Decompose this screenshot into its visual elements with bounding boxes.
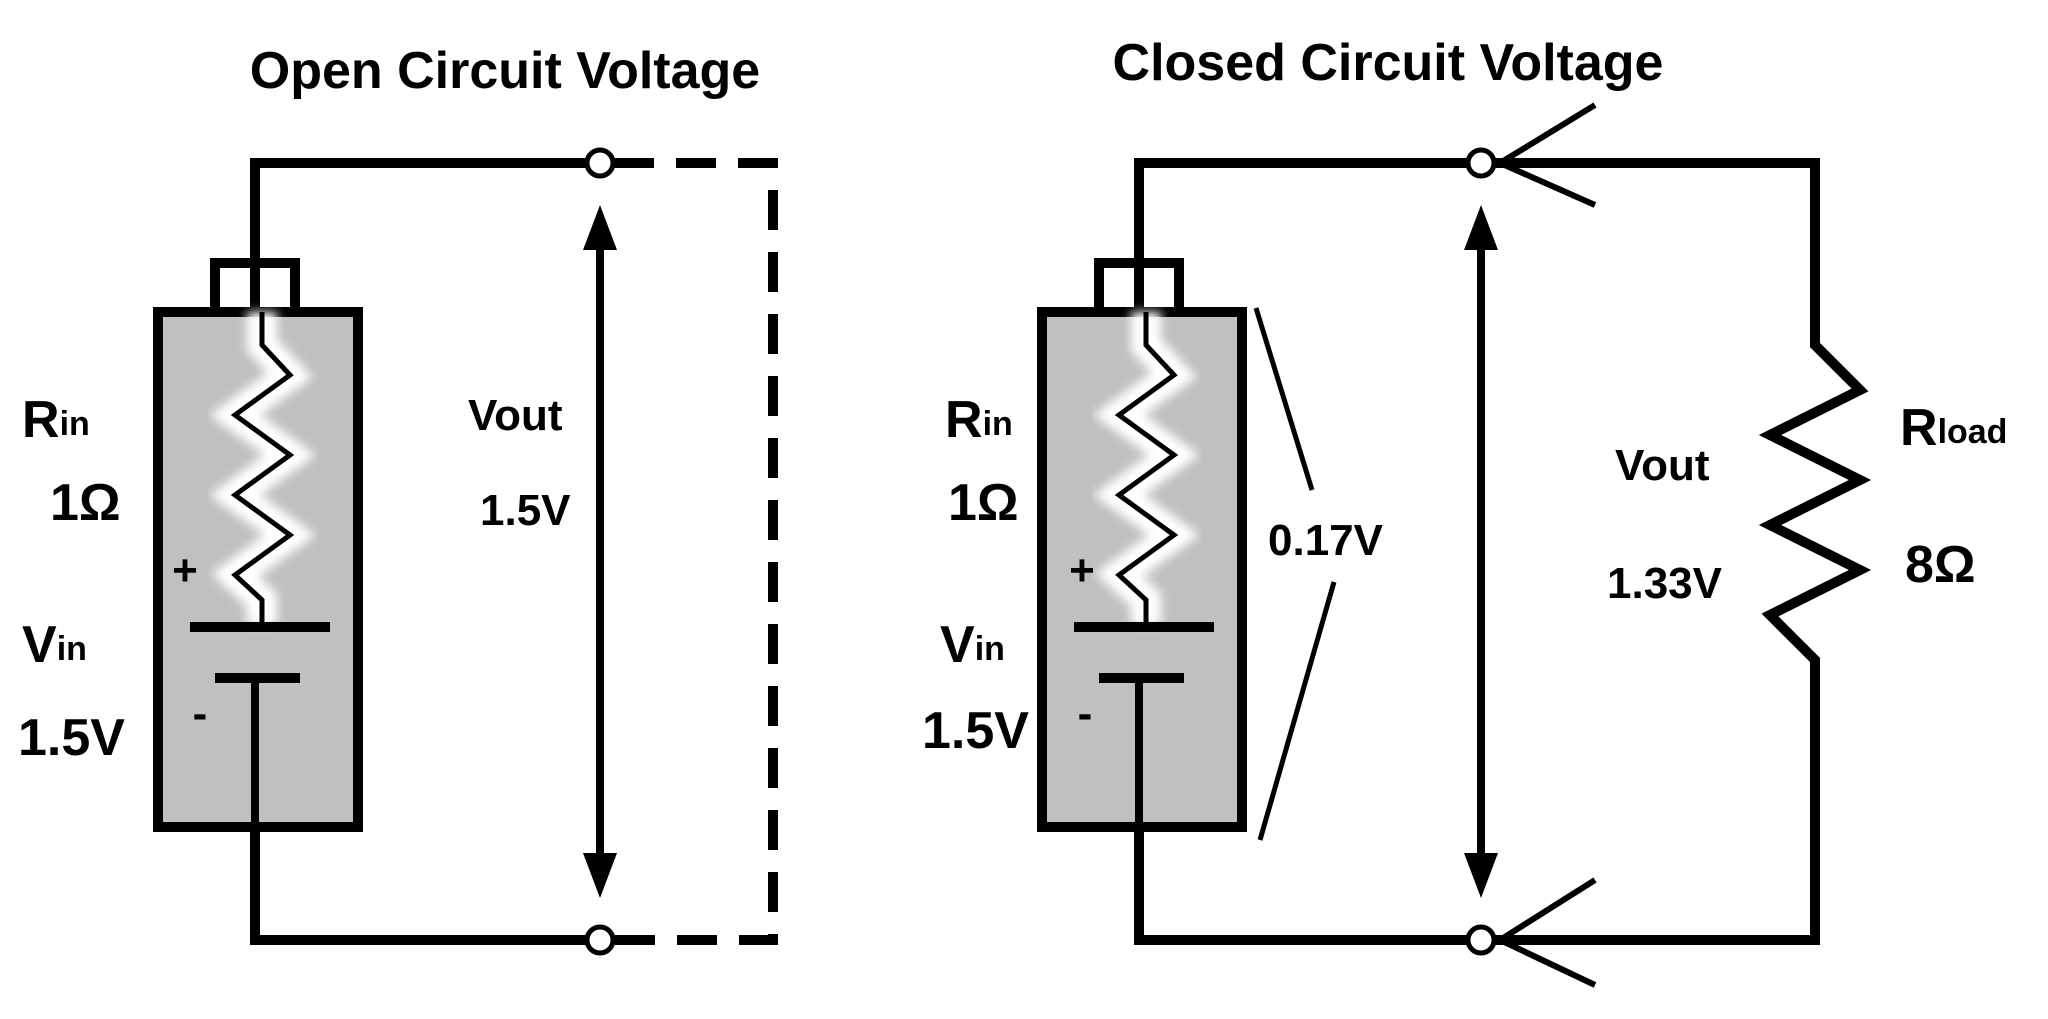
vout-arrow-head-down [1464,853,1498,898]
bottom-terminal-arrowhead [1493,877,1597,988]
rload-label: Rload [1900,399,2007,457]
plus-sign: + [1069,546,1095,595]
drop-bracket-upper [1253,307,1315,491]
vin-label: Vin [22,616,87,674]
open-circuit-title: Open Circuit Voltage [250,42,760,100]
vin-label: Vin [940,616,1005,674]
plus-sign: + [172,546,198,595]
minus-sign: - [1078,689,1093,738]
top-wire [250,158,588,263]
vin-value: 1.5V [18,709,125,767]
bottom-wire [1134,827,1468,945]
top-wire [1134,158,1468,263]
rin-label: Rin [22,391,90,449]
vout-arrow-head-up [1464,205,1498,250]
vin-value: 1.5V [922,702,1029,760]
terminal-bottom [1465,924,1497,956]
drop-value: 0.17V [1268,516,1384,565]
vout-value: 1.33V [1607,559,1723,608]
terminal-top [584,147,616,179]
terminal-top [1465,147,1497,179]
rin-label: Rin [945,391,1013,449]
open-circuit-panel: Open Circuit Voltage + - Rin 1Ω Vin 1.5V [18,42,778,956]
load-wire [1494,158,1872,945]
vout-arrow-head-down [583,853,617,898]
rin-value: 1Ω [948,474,1019,532]
vout-value: 1.5V [480,486,571,535]
bottom-wire [250,827,588,945]
vout-label: Vout [468,391,563,440]
drop-bracket-lower [1257,581,1337,841]
top-terminal-arrowhead [1493,102,1597,208]
vout-arrow-head-up [583,205,617,250]
closed-circuit-title: Closed Circuit Voltage [1113,34,1664,92]
vout-label: Vout [1615,441,1710,490]
internal-resistor [230,312,295,625]
closed-circuit-panel: Closed Circuit Voltage + - Rin 1Ω [922,34,2007,988]
rload-value: 8Ω [1905,536,1976,594]
internal-resistor [1114,312,1179,625]
minus-sign: - [193,689,208,738]
terminal-bottom [584,924,616,956]
rin-value: 1Ω [50,474,121,532]
open-load-dashed [614,158,778,945]
